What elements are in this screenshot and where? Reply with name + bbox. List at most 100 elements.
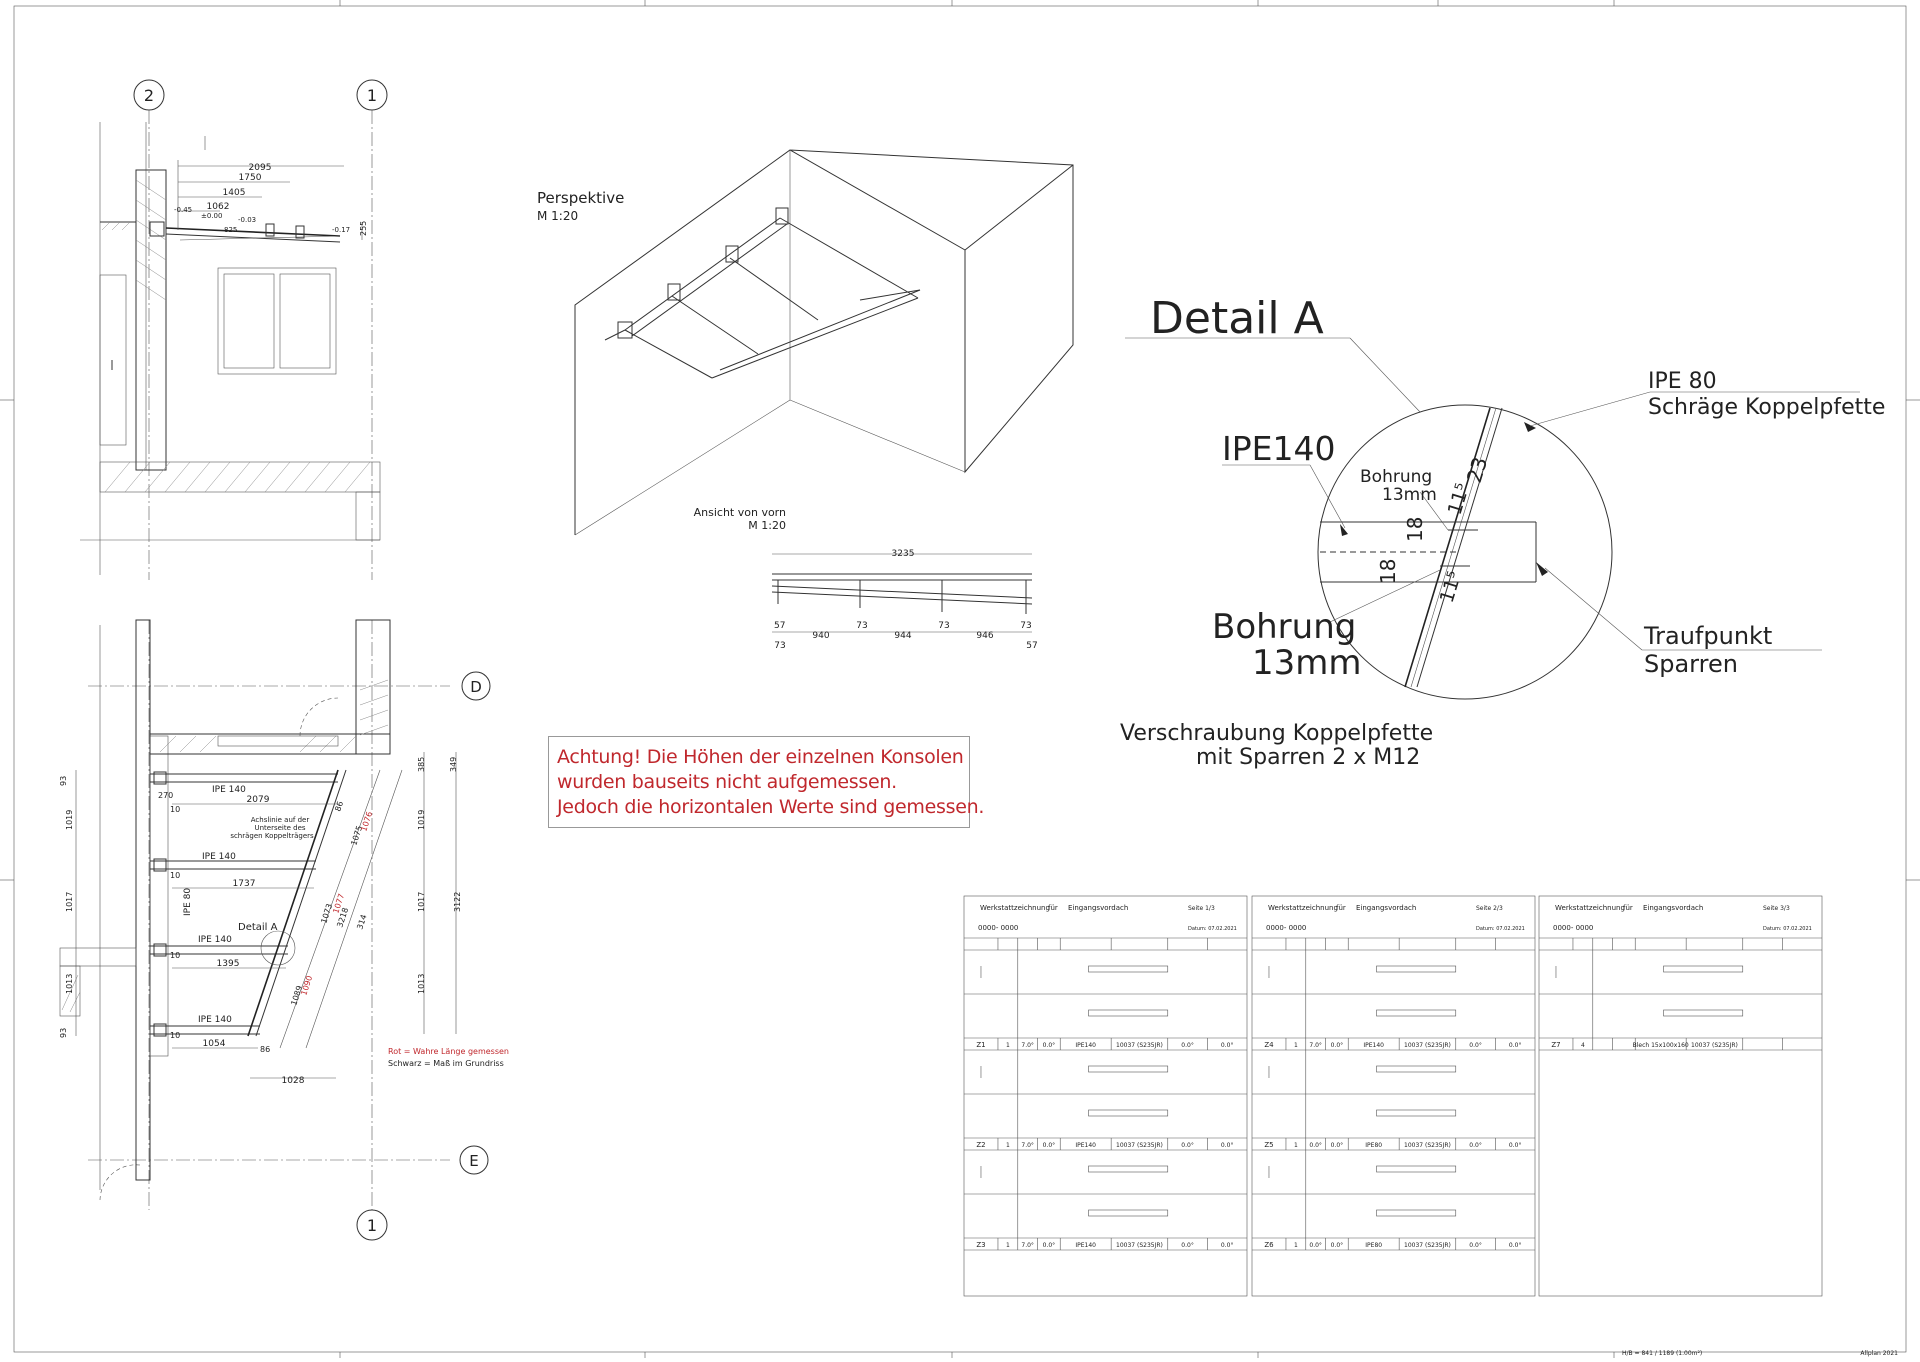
sheet-row-cell: 0.0° bbox=[1221, 1042, 1234, 1049]
section-view: 2 1 bbox=[80, 79, 388, 580]
front-dim-946: 946 bbox=[976, 631, 993, 641]
diag-red-1090: 1090 bbox=[299, 974, 314, 996]
sheet-title: Werkstattzeichnung bbox=[1555, 904, 1625, 912]
right-dim-1019: 1019 bbox=[417, 810, 426, 830]
left-dim-93-bottom: 93 bbox=[59, 1028, 68, 1038]
diag-dim-314: 314 bbox=[355, 913, 368, 930]
detail-a-zoom-circle bbox=[1317, 404, 1613, 700]
edge-dim-10-a: 10 bbox=[170, 805, 180, 814]
detail-dim-11-5-top: 11⁵ bbox=[1444, 481, 1474, 518]
sheet-row-cell: 0.0° bbox=[1043, 1042, 1056, 1049]
sheet-page: Seite 1/3 bbox=[1188, 905, 1215, 912]
detail-a-circle bbox=[260, 930, 296, 966]
sheet-row-cell: 0.0° bbox=[1043, 1142, 1056, 1149]
sheet-row-cell: 10037 (S235JR) bbox=[1116, 1242, 1163, 1249]
section-level-2: ±0.00 bbox=[201, 212, 222, 220]
front-dim-73-c: 73 bbox=[1020, 621, 1031, 631]
beam-label-3: IPE 140 bbox=[198, 935, 232, 945]
sheet-row-cell: 0.0° bbox=[1469, 1242, 1482, 1249]
sheet-row-cell: IPE140 bbox=[1363, 1042, 1384, 1049]
edge-dim-10-c: 10 bbox=[170, 951, 180, 960]
right-dim-1013: 1013 bbox=[417, 974, 426, 994]
sheet-row-cell: 7.0° bbox=[1021, 1042, 1034, 1049]
detail-ipe80-line2: Schräge Koppelpfette bbox=[1648, 395, 1885, 420]
sheet-row-cell: 1 bbox=[1294, 1242, 1298, 1249]
sheet-row-cell: 0.0° bbox=[1181, 1142, 1194, 1149]
sheet-code: 0000- 0000 bbox=[1553, 924, 1593, 932]
axis-label-1-bottom: 1 bbox=[367, 1216, 377, 1235]
front-dim-944: 944 bbox=[894, 631, 911, 641]
detail-traufpunkt-1: Traufpunkt bbox=[1643, 622, 1772, 650]
sheet-row-cell: 0.0° bbox=[1309, 1242, 1322, 1249]
left-dim-93-top: 93 bbox=[59, 776, 68, 786]
sheet-row-cell: 10037 (S235JR) bbox=[1404, 1242, 1451, 1249]
sheet-row-cell: 1 bbox=[1006, 1142, 1010, 1149]
edge-dim-270: 270 bbox=[158, 791, 173, 800]
sheet-date: Datum: 07.02.2021 bbox=[1763, 926, 1812, 932]
footer-right: Allplan 2021 bbox=[1860, 1350, 1898, 1357]
sheet-page: Seite 2/3 bbox=[1476, 905, 1503, 912]
detail-bohrung-big-1: Bohrung bbox=[1212, 607, 1356, 647]
right-dim-349: 349 bbox=[449, 757, 458, 772]
section-level-4: -0.17 bbox=[332, 226, 350, 234]
sheet-row-cell: 0.0° bbox=[1509, 1042, 1522, 1049]
sheet-row-cell: IPE80 bbox=[1365, 1242, 1382, 1249]
footer-left: H/B = 841 / 1189 (1.00m²) bbox=[1622, 1350, 1702, 1357]
sheet-date: Datum: 07.02.2021 bbox=[1188, 926, 1237, 932]
detail-bohrung-small-2: 13mm bbox=[1382, 485, 1437, 505]
sheet-row-cell: 0.0° bbox=[1331, 1042, 1344, 1049]
ipe80-label: IPE 80 bbox=[183, 888, 193, 916]
sheet-row-position: Z1 bbox=[976, 1041, 985, 1049]
axis-note-line-3: schrägen Koppelträgers bbox=[230, 832, 314, 840]
sheet-row-cell: 0.0° bbox=[1309, 1142, 1322, 1149]
sheet-title: Werkstattzeichnung bbox=[980, 904, 1050, 912]
axis-note-line-2: Unterseite des bbox=[254, 824, 305, 832]
front-sub-dim-57: 57 bbox=[1026, 641, 1037, 651]
sheet-row-cell: Blech 15x100x160 bbox=[1633, 1042, 1689, 1049]
front-total-dim: 3235 bbox=[892, 549, 915, 559]
detail-a: Detail A IPE140 IPE 80 bbox=[1120, 293, 1885, 770]
detail-dim-11-5-bottom: 11⁵ bbox=[1436, 569, 1466, 606]
sheet-row-cell: 1 bbox=[1294, 1042, 1298, 1049]
section-level-5: 825 bbox=[224, 226, 237, 234]
sheet-title: Werkstattzeichnung bbox=[1268, 904, 1338, 912]
length-1054: 1054 bbox=[203, 1039, 226, 1049]
sheet-row-cell: IPE140 bbox=[1075, 1142, 1096, 1149]
sheet-row-cell: IPE80 bbox=[1365, 1142, 1382, 1149]
diag-dim-86-bottom: 86 bbox=[260, 1045, 270, 1054]
perspective-scale: M 1:20 bbox=[537, 209, 578, 223]
sheet-date: Datum: 07.02.2021 bbox=[1476, 926, 1525, 932]
section-dim-2095: 2095 bbox=[249, 163, 272, 173]
diag-dim-86-top: 86 bbox=[333, 800, 345, 812]
section-dim-255: 255 bbox=[359, 221, 368, 236]
diag-dim-1073: 1073 bbox=[319, 902, 334, 924]
legend-red: Rot = Wahre Länge gemessen bbox=[388, 1047, 509, 1056]
length-1737: 1737 bbox=[233, 879, 256, 889]
axis-bubble-d bbox=[461, 671, 491, 701]
sheet-row-cell: 10037 (S235JR) bbox=[1404, 1142, 1451, 1149]
detail-dim-18-top: 18 bbox=[1403, 517, 1427, 542]
section-dim-1750: 1750 bbox=[239, 173, 262, 183]
sheet-row-position: Z4 bbox=[1264, 1041, 1274, 1049]
sheet-fuer: für bbox=[1623, 904, 1633, 912]
sheet-row-cell: 10037 (S235JR) bbox=[1116, 1042, 1163, 1049]
perspective-view: Perspektive M 1:20 bbox=[537, 149, 1074, 536]
section-dim-1405: 1405 bbox=[223, 188, 246, 198]
sheet-row-cell: 0.0° bbox=[1043, 1242, 1056, 1249]
front-sub-dim-73: 73 bbox=[774, 641, 785, 651]
section-level-3: -0.03 bbox=[238, 216, 256, 224]
sheet-row-cell: 1 bbox=[1294, 1142, 1298, 1149]
front-view-scale: M 1:20 bbox=[748, 519, 786, 532]
front-dim-73-a: 73 bbox=[856, 621, 867, 631]
front-dim-73-b: 73 bbox=[938, 621, 949, 631]
